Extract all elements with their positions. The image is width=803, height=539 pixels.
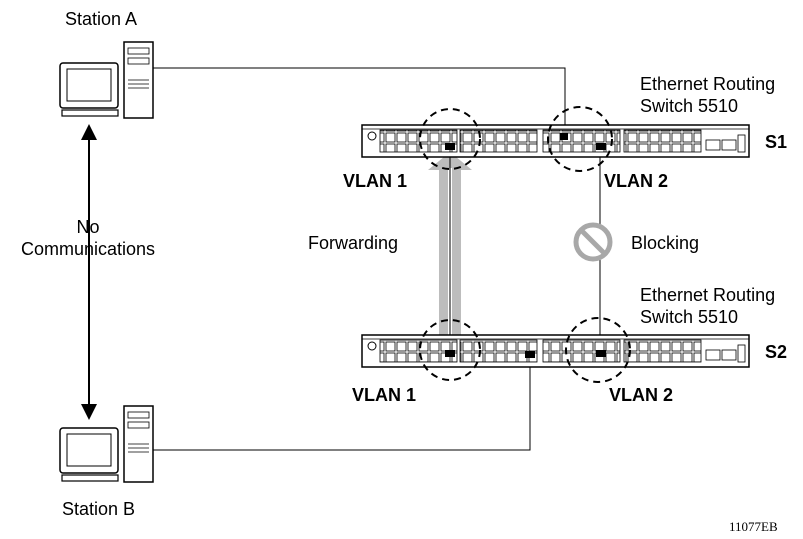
s1-vlan2-label: VLAN 2	[604, 171, 669, 191]
switch-s2-name-line2: Switch 5510	[640, 307, 739, 327]
station-a-link	[152, 67, 566, 140]
blocking-label: Blocking	[631, 233, 700, 253]
no-communications-line2: Communications	[20, 239, 156, 259]
forwarding-label: Forwarding	[308, 233, 399, 253]
figure-id: 11077EB	[729, 519, 778, 534]
switch-s1-id: S1	[765, 132, 788, 152]
station-a-computer-icon	[59, 41, 154, 119]
switch-s1	[361, 106, 750, 172]
switch-s2-id: S2	[765, 342, 788, 362]
station-b-computer-icon	[59, 405, 154, 483]
no-communications-line1: No	[76, 217, 100, 237]
no-communications-label: No Communications	[8, 216, 168, 260]
switch-s1-name-line1: Ethernet Routing	[640, 74, 776, 94]
switch-s2-name-line1: Ethernet Routing	[640, 285, 776, 305]
station-b-link	[152, 358, 531, 451]
switch-s1-name-line2: Switch 5510	[640, 96, 739, 116]
switch-s2	[361, 317, 750, 383]
s2-vlan1-label: VLAN 1	[352, 385, 417, 405]
switch-s2-name: Ethernet Routing Switch 5510	[640, 284, 775, 328]
switch-s1-name: Ethernet Routing Switch 5510	[640, 73, 775, 117]
forwarding-link	[428, 148, 472, 355]
station-b-label: Station B	[62, 499, 136, 519]
s2-vlan2-label: VLAN 2	[609, 385, 674, 405]
station-a-label: Station A	[65, 9, 138, 29]
blocking-icon	[573, 222, 613, 262]
s1-vlan1-label: VLAN 1	[343, 171, 408, 191]
